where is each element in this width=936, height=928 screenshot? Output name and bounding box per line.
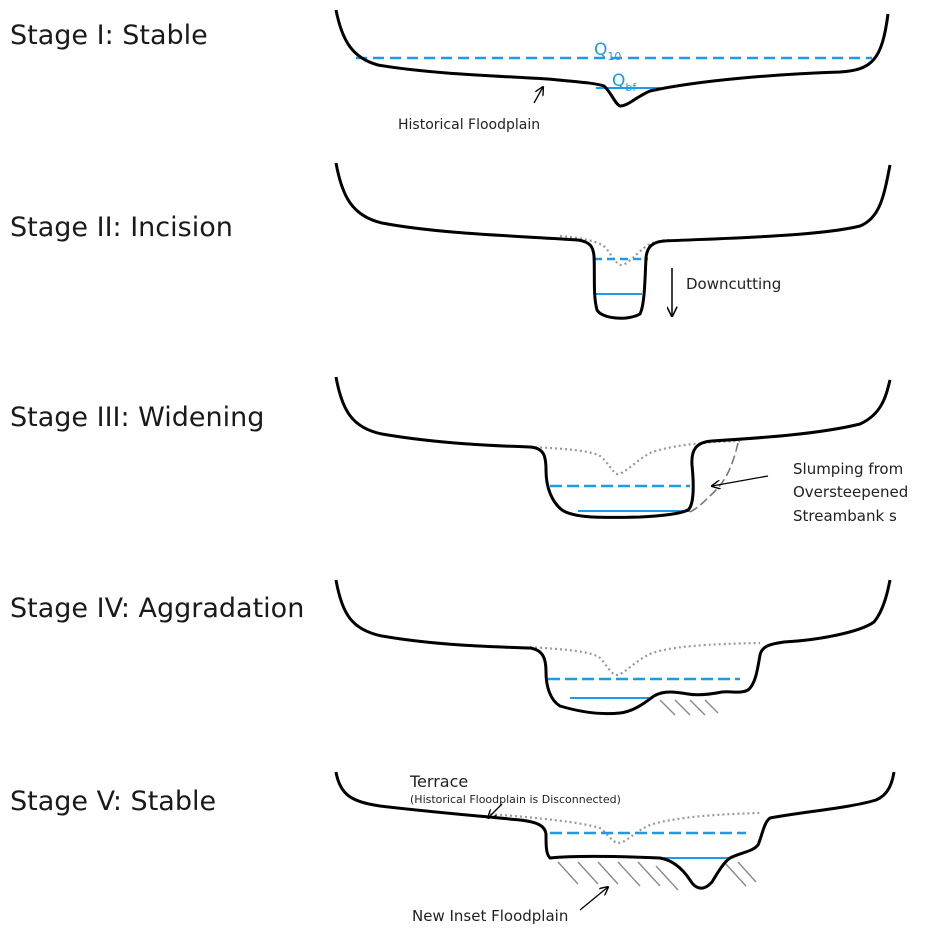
slumping-label-line-3: Streambank s	[793, 507, 897, 525]
stage-4-previous-profile	[529, 641, 761, 677]
new-inset-floodplain-label: New Inset Floodplain	[412, 907, 568, 925]
stage-2-ground-profile	[334, 162, 892, 320]
slumping-label-line-2: Oversteepened	[793, 483, 908, 501]
stage-4-diagram	[334, 579, 892, 716]
stage-2-label: Stage II: Incision	[10, 212, 233, 243]
stage-5-sediment-hatch	[557, 861, 757, 891]
stage-4-sediment-hatch	[659, 699, 719, 716]
slumping-label-line-1: Slumping from	[793, 460, 903, 478]
stage-3-label: Stage III: Widening	[10, 402, 265, 433]
stage-2-previous-profile	[559, 234, 673, 267]
historical-floodplain-arrow	[533, 87, 543, 104]
stage-5-previous-profile	[489, 811, 761, 845]
historical-floodplain-label: Historical Floodplain	[398, 117, 540, 133]
stage-2-diagram: Downcutting	[334, 162, 892, 320]
downcutting-label: Downcutting	[686, 275, 781, 293]
stage-3-diagram: Slumping from Oversteepened Streambank s	[334, 376, 908, 525]
stage-3-slump-line	[689, 442, 739, 513]
q10-label: Q10	[594, 40, 621, 63]
terrace-arrow	[488, 803, 503, 818]
stage-4-label: Stage IV: Aggradation	[10, 593, 305, 624]
slumping-arrow	[712, 475, 769, 486]
stage-5-diagram: Terrace (Historical Floodplain is Discon…	[334, 771, 896, 925]
stage-5-ground-profile	[334, 771, 896, 890]
terrace-label: Terrace	[409, 772, 468, 791]
stage-3-ground-profile	[334, 376, 892, 519]
terrace-note: (Historical Floodplain is Disconnected)	[410, 793, 621, 806]
stage-4-ground-profile	[334, 579, 892, 716]
new-inset-floodplain-arrow	[579, 887, 608, 911]
stage-3-previous-profile	[504, 439, 741, 476]
stage-1-diagram: Q10 Qbf Historical Floodplain	[334, 9, 890, 133]
stage-1-ground-profile	[334, 9, 890, 108]
qbf-label: Qbf	[612, 71, 637, 94]
stage-5-label: Stage V: Stable	[10, 786, 217, 817]
stage-1-label: Stage I: Stable	[10, 20, 208, 51]
